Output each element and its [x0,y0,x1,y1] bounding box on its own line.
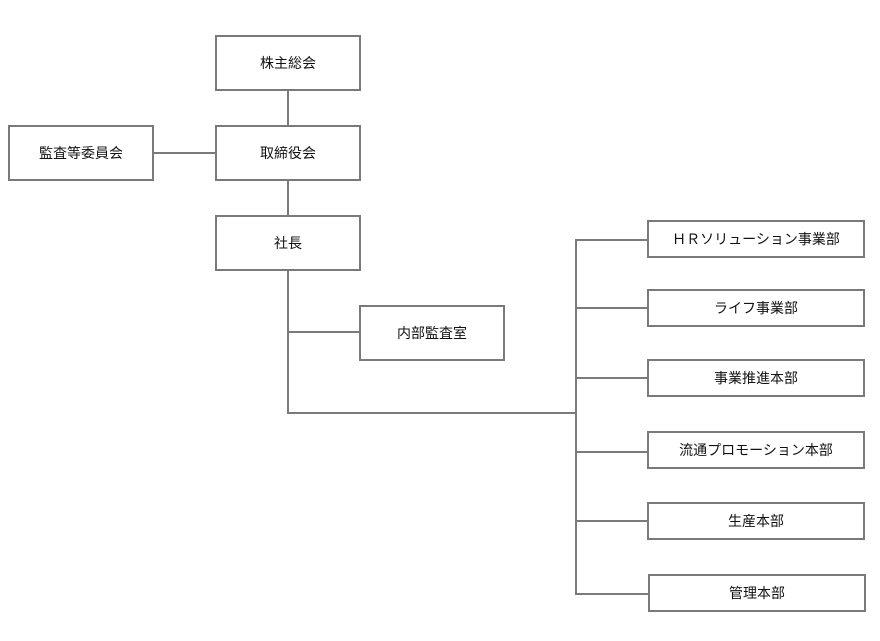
node-label: 社長 [274,236,302,252]
line-audit-board [153,152,216,154]
node-label: 取締役会 [260,146,316,162]
line-trunk-divisions [287,412,577,414]
node-division-distribution-promotion: 流通プロモーション本部 [647,431,865,469]
node-label: 生産本部 [728,514,784,530]
node-label: 監査等委員会 [39,146,123,162]
node-label: 管理本部 [729,586,785,602]
node-division-production: 生産本部 [647,502,865,540]
line-trunk-internal-audit [287,331,360,333]
line-branch-division-4 [575,451,648,453]
line-board-president [287,179,289,216]
node-label: ライフ事業部 [714,301,798,317]
node-division-business-promotion: 事業推進本部 [647,359,865,397]
node-label: 株主総会 [260,56,316,72]
node-division-hr-solutions: ＨＲソリューション事業部 [647,220,865,258]
line-branch-division-2 [575,307,648,309]
node-division-administration: 管理本部 [648,574,866,612]
node-president: 社長 [215,215,361,271]
line-president-trunk [287,269,289,414]
node-shareholders-meeting: 株主総会 [215,35,361,91]
line-divisions-bus [575,239,577,595]
line-branch-division-5 [575,520,648,522]
line-shareholders-board [287,89,289,126]
node-label: 事業推進本部 [714,371,798,387]
line-branch-division-1 [575,239,648,241]
node-audit-committee: 監査等委員会 [8,125,154,181]
node-internal-audit: 内部監査室 [359,305,505,361]
node-label: 流通プロモーション本部 [679,443,833,459]
node-label: 内部監査室 [397,326,467,342]
node-division-life: ライフ事業部 [647,289,865,327]
line-branch-division-3 [575,377,648,379]
line-branch-division-6 [575,593,648,595]
node-board-of-directors: 取締役会 [215,125,361,181]
node-label: ＨＲソリューション事業部 [672,232,840,248]
